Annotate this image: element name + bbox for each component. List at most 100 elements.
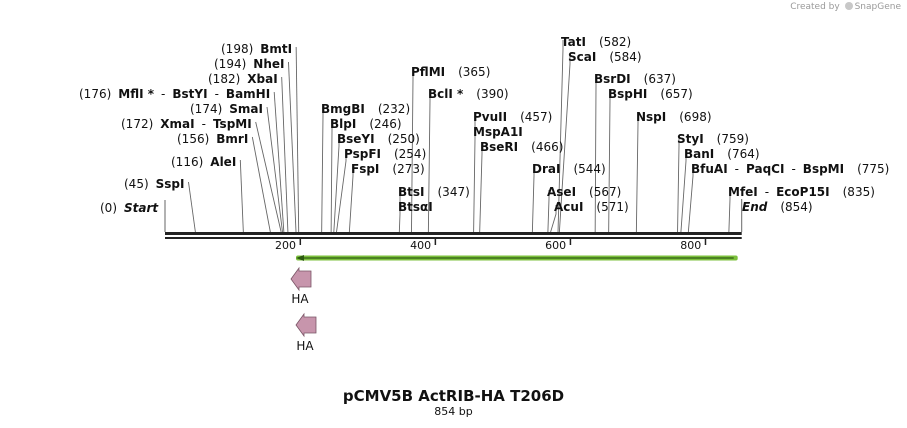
site-label-mfei: MfeI-EcoP15I(835) <box>728 185 875 199</box>
site-position-label: (567) <box>589 185 621 199</box>
site-position-label: (582) <box>599 35 631 49</box>
site-position-label: (182) <box>208 72 240 86</box>
site-name-label: PaqCI <box>746 162 784 176</box>
site-name-label: BanI <box>684 147 714 161</box>
site-label-start: (0)Start <box>100 201 159 215</box>
site-name-label: BclI * <box>428 87 464 101</box>
site-name-label: SmaI <box>229 102 263 116</box>
site-label-nhei: (194)NheI <box>214 57 284 71</box>
site-name-label: AcuI <box>554 200 583 214</box>
site-position-label: (764) <box>727 147 759 161</box>
site-name-label: BtsI <box>398 185 425 199</box>
site-leader-nspi <box>635 115 639 233</box>
site-label-bmri: (156)BmrI <box>177 132 248 146</box>
site-label-blpi: BlpI(246) <box>330 117 402 131</box>
site-position-label: (571) <box>596 200 628 214</box>
site-leader-mfei <box>728 190 731 233</box>
site-label-bsphi: BspHI(657) <box>608 87 693 101</box>
site-label-pspfi: PspFI(254) <box>344 147 426 161</box>
site-label-bseri: BseRI (466) <box>480 140 563 154</box>
site-leader-bsrdi <box>594 77 597 233</box>
plasmid-length: 854 bp <box>434 405 473 418</box>
site-leader-bsphi <box>608 92 611 233</box>
site-position-label: (365) <box>458 65 490 79</box>
site-position-label: (466) <box>531 140 563 154</box>
snapgene-branding: Created by SnapGene <box>790 2 901 12</box>
site-leader-lines <box>164 40 743 233</box>
site-separator: - <box>765 185 769 199</box>
site-position-label: (775) <box>857 162 889 176</box>
site-position-label: (273) <box>392 162 424 176</box>
site-position-label: (254) <box>394 147 426 161</box>
snapgene-brand-name: SnapGene <box>854 2 901 12</box>
site-name-label: BamHI <box>226 87 270 101</box>
site-name-label: TspMI <box>213 117 252 131</box>
site-name-label: BmgBI <box>321 102 365 116</box>
site-leader-bcli <box>427 92 431 233</box>
site-label-styi: StyI(759) <box>677 132 749 146</box>
axis-tick-mark <box>434 237 437 245</box>
site-label-mfli: (176)MflI *-BstYI-BamHI <box>79 87 270 101</box>
site-leader-pspfi <box>336 152 347 233</box>
site-name-label: BspHI <box>608 87 647 101</box>
site-leader-bmri <box>251 136 271 233</box>
site-position-label: (116) <box>171 155 203 169</box>
site-position-label: (250) <box>388 132 420 146</box>
site-label-xbai: (182)XbaI <box>208 72 278 86</box>
snapgene-logo-icon <box>844 2 853 10</box>
site-position-label: (835) <box>843 185 875 199</box>
site-position-label: (347) <box>438 185 470 199</box>
site-separator: - <box>161 87 165 101</box>
site-position-label: (457) <box>520 110 552 124</box>
site-label-bseyi: BseYI (250) <box>337 132 420 146</box>
site-name-label: BspMI <box>803 162 844 176</box>
site-leader-asei <box>547 190 550 233</box>
site-label-smai: (174) SmaI <box>190 102 263 116</box>
site-name-label: BmtI <box>260 42 292 56</box>
site-position-label: (246) <box>369 117 401 131</box>
site-position-label: (854) <box>780 200 812 214</box>
site-leader-tati <box>557 40 564 233</box>
axis-tick-mark <box>299 237 302 245</box>
site-label-asei: AseI (567) <box>547 185 621 199</box>
site-label-tati: TatI(582) <box>561 35 631 49</box>
site-leader-smai <box>266 106 283 233</box>
site-position-label: (544) <box>573 162 605 176</box>
site-position-label: (172) <box>121 117 153 131</box>
site-position-label: (390) <box>476 87 508 101</box>
site-name-label: FspI <box>351 162 379 176</box>
site-position-label: (176) <box>79 87 111 101</box>
site-position-label: (584) <box>609 50 641 64</box>
site-label-nspi: NspI(698) <box>636 110 712 124</box>
site-name-label: NheI <box>253 57 284 71</box>
axis-tick-mark <box>569 237 572 245</box>
site-position-label: (232) <box>378 102 410 116</box>
site-leader-alei <box>239 159 244 233</box>
axis-tick-label: 600 <box>545 239 566 252</box>
plasmid-title: pCMV5B ActRIB-HA T206D <box>342 387 565 405</box>
site-name-label: AseI <box>547 185 576 199</box>
site-name-label: ScaI <box>568 50 596 64</box>
site-name-label: BseRI <box>480 140 518 154</box>
site-leader-mfli <box>273 91 285 233</box>
site-leader-xbai <box>281 76 289 233</box>
site-leader-sspi <box>188 181 196 233</box>
site-leader-blpi <box>330 122 333 233</box>
site-leader-bseyi <box>333 137 340 233</box>
site-position-label: (174) <box>190 102 222 116</box>
site-leader-drai <box>531 167 535 233</box>
site-separator: - <box>215 87 219 101</box>
site-name-label: BseYI <box>337 132 375 146</box>
site-name-label: XmaI <box>160 117 194 131</box>
site-separator: - <box>735 162 739 176</box>
site-position-label: (156) <box>177 132 209 146</box>
axis-tick-label: 800 <box>680 239 701 252</box>
feature-label: HA <box>296 339 314 353</box>
site-label-drai: DraI(544) <box>532 162 606 176</box>
backbone-top-strand <box>165 232 742 235</box>
site-label-bcli: BclI * (390) <box>428 87 509 101</box>
backbone-bottom-strand <box>165 237 742 239</box>
site-label-sspi: (45)SspI <box>124 177 184 191</box>
orf-arrow-head-icon <box>296 255 305 261</box>
